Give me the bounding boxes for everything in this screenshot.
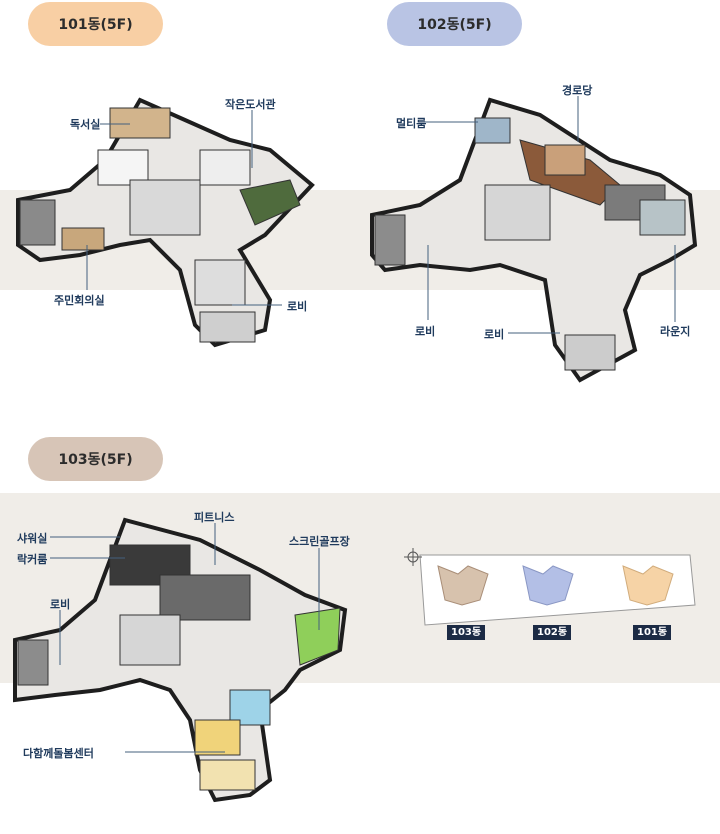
keymap-tag-101: 101동: [633, 625, 672, 640]
site-keymap: [404, 548, 696, 626]
label-lobby-102-left: 로비: [415, 325, 436, 338]
label-multi-room: 멀티룸: [396, 117, 427, 130]
label-reading-room: 독서실: [70, 118, 101, 131]
label-resident-meeting-room: 주민회의실: [54, 294, 105, 307]
label-small-library: 작은도서관: [225, 98, 276, 111]
keymap-tag-102: 102동: [533, 625, 572, 640]
label-lobby-103: 로비: [50, 598, 71, 611]
plan-103: [13, 517, 348, 803]
label-childcare-center: 다함께돌봄센터: [23, 747, 94, 760]
building-103-title: 103동(5F): [28, 437, 163, 481]
building-101-title: 101동(5F): [28, 2, 163, 46]
label-lounge: 라운지: [660, 325, 691, 338]
label-senior-center: 경로당: [562, 84, 593, 97]
label-lobby-102-center: 로비: [484, 328, 505, 341]
plan-101: [16, 97, 315, 348]
label-locker-room: 락커룸: [17, 553, 48, 566]
building-102-title: 102동(5F): [387, 2, 522, 46]
label-lobby-101: 로비: [287, 300, 308, 313]
plan-102: [370, 96, 698, 383]
keymap-tag-103: 103동: [447, 625, 486, 640]
label-shower-room: 샤워실: [17, 532, 48, 545]
label-fitness: 피트니스: [194, 511, 235, 524]
label-screen-golf: 스크린골프장: [289, 535, 350, 548]
